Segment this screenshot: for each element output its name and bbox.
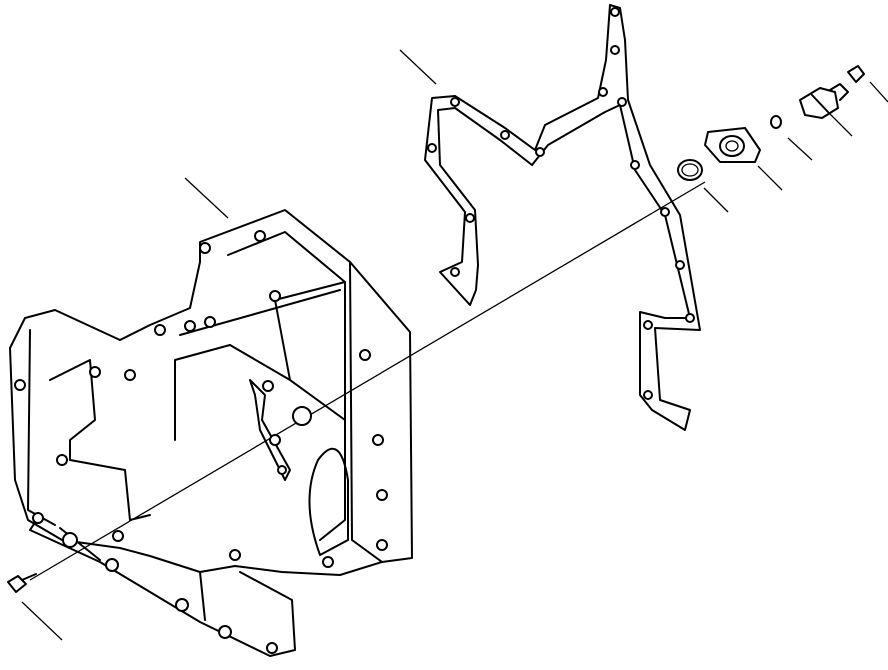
leader-housing — [184, 177, 229, 219]
front-cover-housing — [9, 209, 413, 657]
leader-gasket — [399, 49, 437, 85]
leader-snap-ring — [869, 81, 888, 103]
snap-ring — [847, 65, 865, 83]
leader-plug — [827, 111, 853, 137]
mounting-bolt — [7, 573, 37, 593]
leader-small-o-ring — [787, 137, 813, 161]
leader-lines — [21, 49, 888, 641]
o-ring — [677, 159, 703, 181]
gasket-bolt-holes — [427, 7, 695, 400]
flange-adapter — [704, 127, 761, 163]
leader-o-ring — [703, 187, 729, 213]
small-o-ring — [770, 115, 782, 129]
assembly-axis-line — [29, 181, 706, 581]
housing-center-bore — [292, 406, 312, 426]
leader-bolt — [21, 601, 63, 641]
housing-bolt-holes — [14, 230, 388, 654]
leader-flange — [757, 165, 783, 191]
cover-gasket — [424, 4, 701, 431]
sensor-plug — [799, 83, 849, 119]
